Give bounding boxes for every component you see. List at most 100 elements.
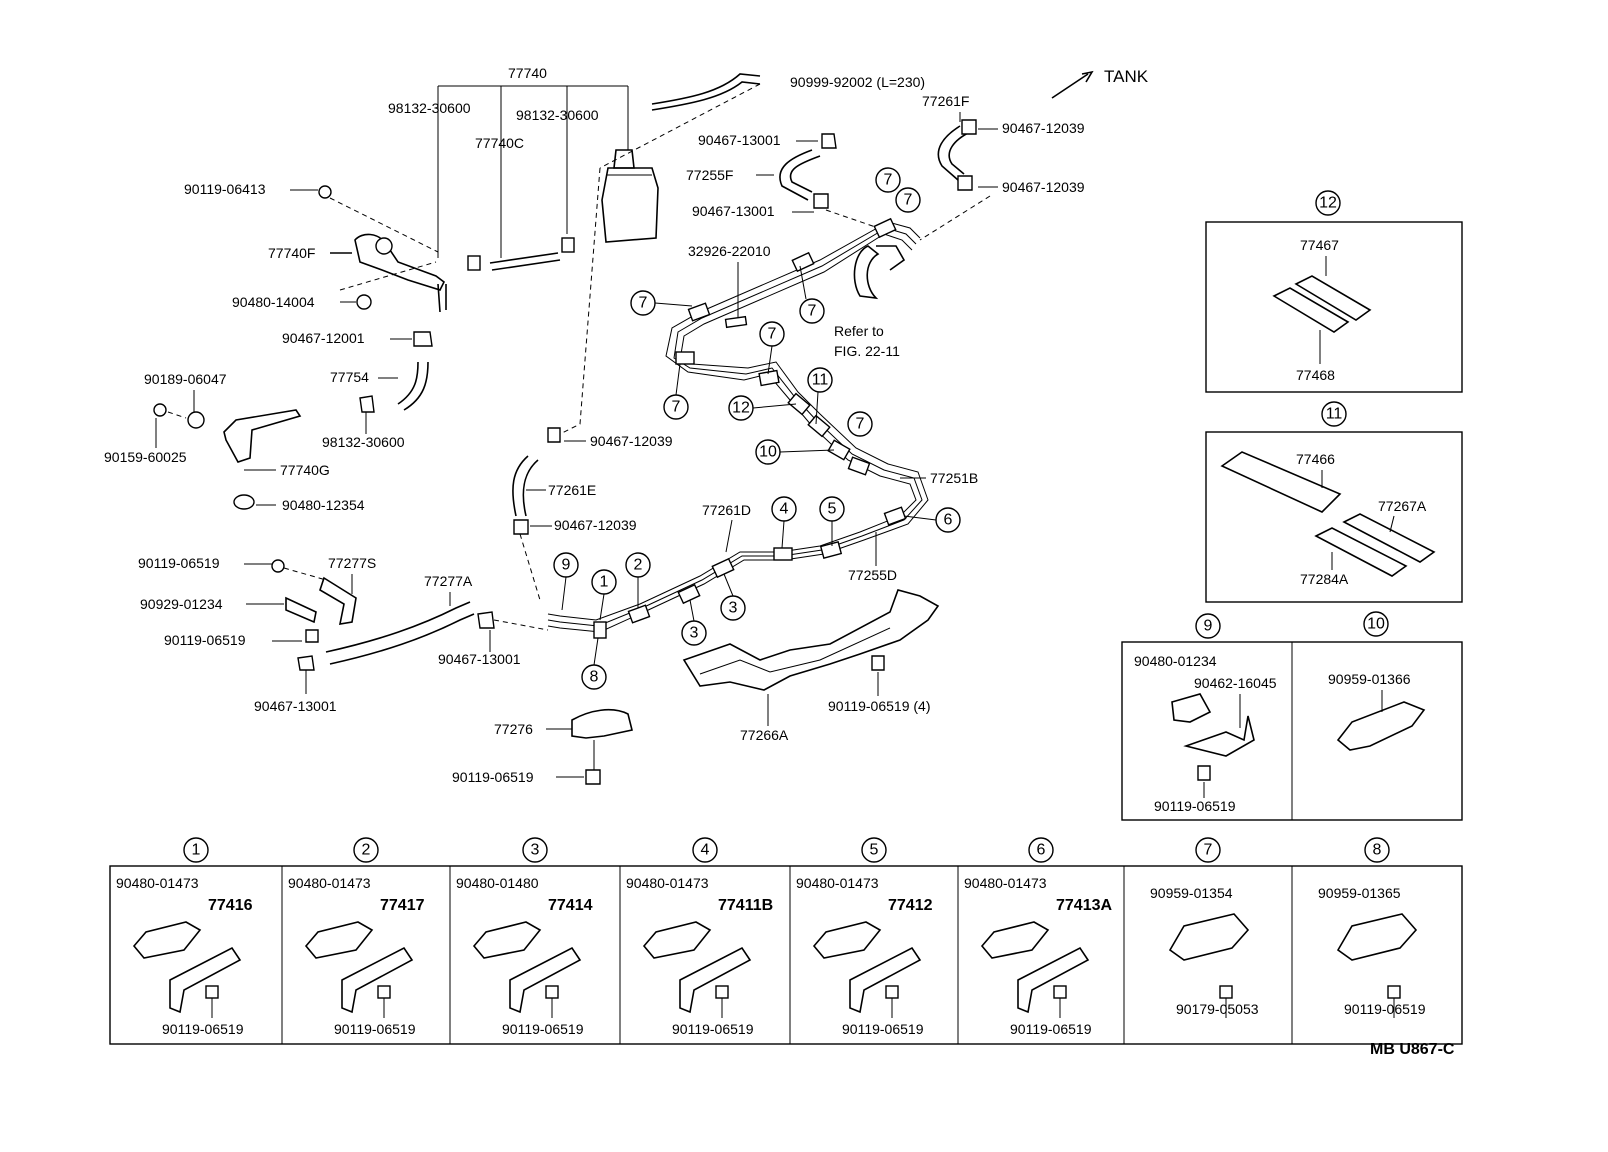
bottom-kit-bolt-label: 90119-06519 bbox=[842, 1021, 924, 1037]
bottom-kit-clamp-label: 90480-01473 bbox=[964, 875, 1047, 891]
canister-group: 77740 98132-30600 98132-30600 77740C 909… bbox=[104, 65, 925, 785]
bolt-icon bbox=[871, 655, 885, 671]
callout-10: 10 bbox=[755, 439, 781, 465]
bottom-kit-clamp-label: 90480-01480 bbox=[456, 875, 539, 891]
callout-9: 9 bbox=[553, 552, 579, 578]
svg-text:7: 7 bbox=[904, 192, 913, 209]
bottom-kit-clamp-label: 90480-01473 bbox=[626, 875, 709, 891]
refer-line-1: Refer to bbox=[834, 323, 884, 339]
label-77277a: 77277A bbox=[424, 573, 473, 589]
elbow-hose-icon bbox=[853, 245, 880, 300]
svg-text:10: 10 bbox=[759, 444, 777, 461]
svg-text:12: 12 bbox=[1319, 195, 1337, 212]
callout-7-d: 7 bbox=[799, 298, 825, 324]
kit-12-part-b: 77468 bbox=[1296, 367, 1335, 383]
label-90119-06519-a: 90119-06519 bbox=[138, 555, 220, 571]
clip-icon bbox=[957, 175, 973, 191]
pad-77468-icon bbox=[1272, 287, 1350, 333]
clip-icon bbox=[477, 611, 495, 629]
bolt-icon bbox=[1053, 985, 1067, 999]
grommet-icon bbox=[356, 294, 372, 310]
bracket-90462-icon bbox=[1183, 715, 1255, 757]
bottom-kit-number-circle bbox=[522, 837, 548, 863]
label-32926-22010: 32926-22010 bbox=[688, 243, 771, 259]
bolt-icon bbox=[1197, 765, 1211, 781]
hose-77754-icon bbox=[397, 361, 429, 411]
callout-7-b: 7 bbox=[895, 187, 921, 213]
clip-icon bbox=[413, 331, 433, 347]
bolt-icon bbox=[271, 559, 285, 573]
label-77754: 77754 bbox=[330, 369, 369, 385]
label-77740g: 77740G bbox=[280, 462, 330, 478]
bottom-kit-bolt-label: 90119-06519 bbox=[162, 1021, 244, 1037]
kit-9-part-a: 90480-01234 bbox=[1134, 653, 1217, 669]
kit-11-frame bbox=[1205, 431, 1463, 603]
tank-arrow-icon bbox=[1051, 70, 1094, 99]
callout-5: 5 bbox=[819, 496, 845, 522]
bracket-icon bbox=[341, 946, 414, 1014]
callout-7-g: 7 bbox=[847, 411, 873, 437]
bottom-kit-clamp-label: 90959-01354 bbox=[1150, 885, 1233, 901]
callout-8: 8 bbox=[581, 664, 607, 690]
label-90119-06519-b: 90119-06519 bbox=[164, 632, 246, 648]
kit-9-10: 9 10 90480-01234 90462-16045 90119-06519… bbox=[1121, 611, 1463, 821]
svg-text:10: 10 bbox=[1367, 616, 1385, 633]
label-90467-12039-c: 90467-12039 bbox=[1002, 120, 1085, 136]
label-90467-13001-b: 90467-13001 bbox=[438, 651, 521, 667]
hose-77277a-icon bbox=[325, 601, 475, 665]
bolt-icon bbox=[585, 769, 601, 785]
label-77740: 77740 bbox=[508, 65, 547, 81]
label-90467-12039-d: 90467-12039 bbox=[1002, 179, 1085, 195]
svg-text:7: 7 bbox=[639, 295, 648, 312]
label-98132-30600-c: 98132-30600 bbox=[322, 434, 405, 450]
bottom-kit-number-circle bbox=[861, 837, 887, 863]
bottom-kit-number-circle bbox=[1364, 837, 1390, 863]
callout-11: 11 bbox=[807, 367, 833, 393]
kit-12-part-a: 77467 bbox=[1300, 237, 1339, 253]
label-98132-30600-b: 98132-30600 bbox=[516, 107, 599, 123]
bottom-kit-bolt-label: 90119-06519 bbox=[672, 1021, 754, 1037]
kit-12: 12 77467 77468 bbox=[1205, 190, 1463, 393]
tank-direction-label: TANK bbox=[1104, 67, 1149, 86]
nut-icon bbox=[187, 411, 205, 429]
kit-11-part-c: 77284A bbox=[1300, 571, 1349, 587]
label-90159-60025: 90159-60025 bbox=[104, 449, 187, 465]
svg-text:4: 4 bbox=[780, 501, 789, 518]
bottom-kit-bracket-label: 77416 bbox=[208, 897, 253, 914]
svg-text:1: 1 bbox=[600, 574, 609, 591]
bottom-kit-number: 8 bbox=[1373, 842, 1382, 859]
pad-77467-icon bbox=[1294, 275, 1372, 321]
bottom-kit-bracket-label: 77413A bbox=[1056, 897, 1112, 914]
callout-7-a: 7 bbox=[875, 167, 901, 193]
svg-text:8: 8 bbox=[590, 669, 599, 686]
bottom-kit-number: 6 bbox=[1037, 842, 1046, 859]
bottom-kit-clamp-label: 90480-01473 bbox=[796, 875, 879, 891]
bracket-77277s-icon bbox=[319, 576, 357, 625]
bottom-kit-bolt-label: 90119-06519 bbox=[502, 1021, 584, 1037]
svg-text:5: 5 bbox=[828, 501, 837, 518]
pipe-routing-group: 90467-12039 77261E 90467-12039 90467-130… bbox=[512, 67, 1149, 743]
label-77261e: 77261E bbox=[548, 482, 596, 498]
clip-icon bbox=[813, 193, 829, 209]
hose-77255f-icon bbox=[779, 149, 821, 201]
clamp-icon bbox=[132, 921, 202, 959]
bracket-77266a-icon bbox=[682, 589, 940, 691]
bottom-kit-number: 3 bbox=[531, 842, 540, 859]
clip-icon bbox=[1168, 913, 1250, 961]
bottom-kit-number: 7 bbox=[1204, 842, 1213, 859]
kit-10-part-a: 90959-01366 bbox=[1328, 671, 1411, 687]
grommet-icon bbox=[724, 315, 748, 329]
clip-icon bbox=[1336, 913, 1418, 961]
callout-7-c: 7 bbox=[630, 290, 656, 316]
svg-text:7: 7 bbox=[768, 326, 777, 343]
svg-text:7: 7 bbox=[856, 416, 865, 433]
bracket-77740g-icon bbox=[223, 409, 302, 463]
label-90480-14004: 90480-14004 bbox=[232, 294, 315, 310]
